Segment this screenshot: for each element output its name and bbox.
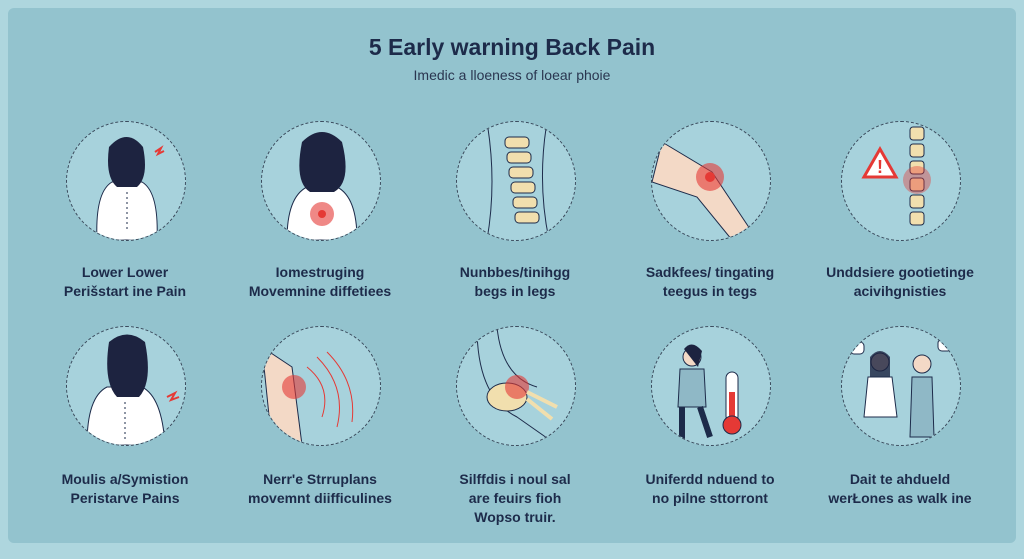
fever-thermometer-icon	[651, 326, 771, 446]
label-line: Silffdis i noul sal	[459, 471, 571, 487]
leg-nerve-icon	[261, 326, 381, 446]
svg-text:!: !	[877, 157, 883, 177]
label-line: Movemnine diffetiees	[248, 283, 392, 299]
warning-spine-icon: !	[841, 121, 961, 241]
spine-icon	[456, 121, 576, 241]
knee-pain-icon	[651, 121, 771, 241]
label-line: werŁones as walk ine	[828, 490, 972, 506]
label-line: acivihgnisties	[853, 283, 947, 299]
label-line: Uniferdd nduend to	[645, 471, 775, 487]
symptom-label: Nunbbes/tinihgg begs in legs	[415, 263, 615, 301]
symptom-label: Uniferdd nduend to no pilne sttorront	[610, 470, 810, 508]
label-line: are feuirs fioh	[468, 490, 562, 506]
label-line: Moulis a/Symistion	[61, 471, 189, 487]
label-line: movemnt diifficulines	[248, 490, 392, 506]
label-line: no pilne sttorront	[652, 490, 768, 506]
label-line: Iomestruging	[275, 264, 365, 280]
infographic-panel	[8, 8, 1016, 543]
label-line: Nunbbes/tinihgg	[459, 264, 571, 280]
label-line: teegus in tegs	[662, 283, 758, 299]
woman-back-pain-icon	[66, 121, 186, 241]
label-line: Dait te ahdueld	[849, 471, 951, 487]
symptom-label: Sadkfees/ tingating teegus in tegs	[610, 263, 810, 301]
woman-lower-back-icon	[261, 121, 381, 241]
symptom-label: Nerr'e Strruplans movemnt diifficulines	[220, 470, 420, 508]
label-line: Lower Lower	[81, 264, 169, 280]
page-title: 5 Early warning Back Pain	[368, 34, 656, 60]
two-people-icon	[841, 326, 961, 446]
symptom-label: Dait te ahdueld werŁones as walk ine	[800, 470, 1000, 508]
label-line: Wopso truir.	[474, 509, 556, 525]
label-line: begs in legs	[474, 283, 556, 299]
label-line: Peristarve Pains	[70, 490, 180, 506]
woman-back-icon	[66, 326, 186, 446]
hip-pain-icon	[456, 326, 576, 446]
label-line: Perišstart ine Pain	[63, 283, 187, 299]
label-line: Sadkfees/ tingating	[645, 264, 775, 280]
page-subtitle: Imedic a lloeness of loear phoie	[413, 67, 611, 83]
label-line: Nerr'e Strruplans	[263, 471, 377, 487]
symptom-label: Unddsiere gootietinge acivihgnisties	[800, 263, 1000, 301]
label-line: Unddsiere gootietinge	[826, 264, 974, 280]
